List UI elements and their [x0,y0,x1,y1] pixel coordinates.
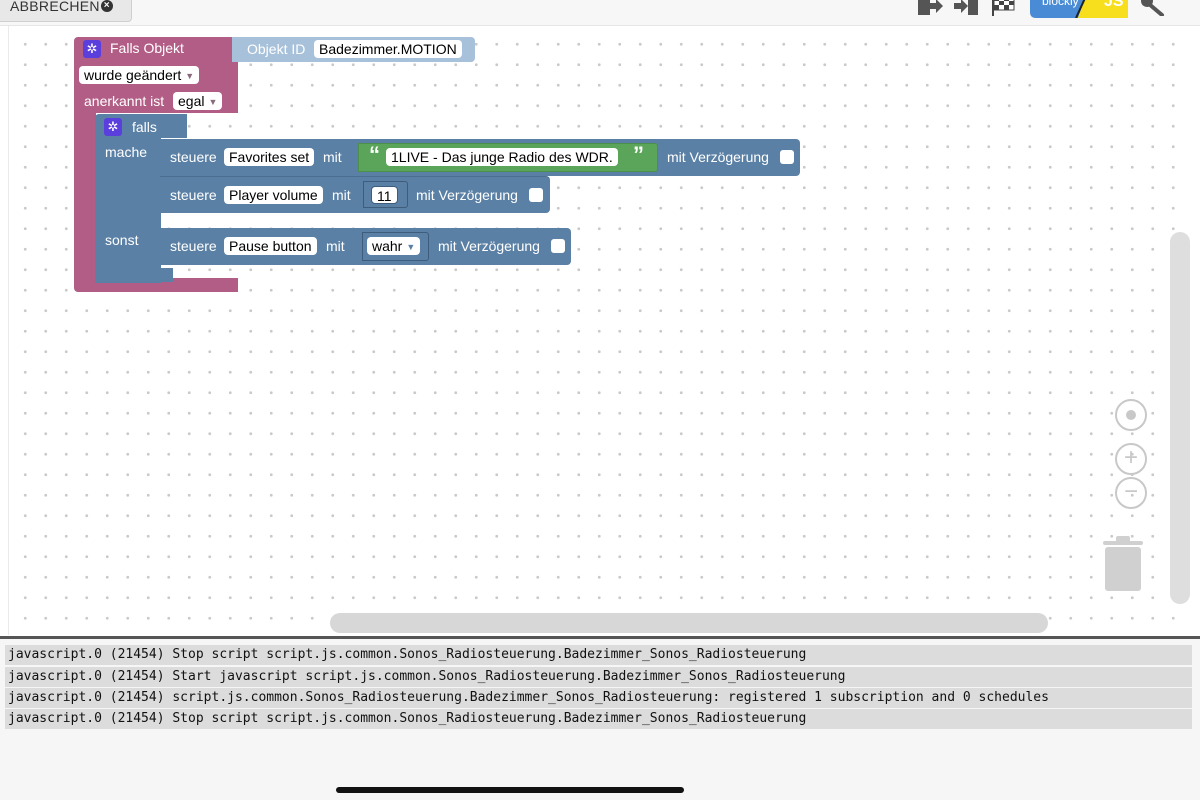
if-label: falls [132,119,157,135]
control-label: steuere [170,149,217,165]
import-icon[interactable] [953,0,979,16]
condition-dropdown[interactable]: wurde geändert▼ [79,66,200,84]
ack-value: egal [178,93,205,109]
horizontal-scrollbar[interactable] [330,613,1048,633]
close-icon: × [100,0,113,12]
control-label: steuere [170,187,217,203]
quote-open-icon: “ [369,142,380,167]
boolean-dropdown[interactable]: wahr▼ [367,237,421,255]
home-indicator [336,787,684,793]
ack-dropdown[interactable]: egal▼ [173,92,223,110]
do-label: mache [105,144,148,160]
recenter-icon[interactable] [1115,399,1147,431]
number-value-field[interactable]: 11 [371,186,398,204]
trash-icon[interactable] [1103,535,1143,593]
delay-checkbox[interactable] [780,150,794,164]
log-line: javascript.0 (21454) Stop script script.… [5,645,1192,665]
blockly-label: blockly [1042,0,1079,8]
else-label: sonst [105,232,139,248]
object-id-field[interactable]: Badezimmer.MOTION [314,40,462,58]
delay-checkbox[interactable] [529,188,543,202]
log-line: javascript.0 (21454) script.js.common.So… [5,688,1192,708]
control-label: steuere [170,238,217,254]
blockly-workspace[interactable]: ✲ Falls Objekt Objekt ID Badezimmer.MOTI… [8,26,1192,635]
control-target-field[interactable]: Favorites set [224,148,315,166]
checkered-flag-icon[interactable] [990,0,1016,16]
zoom-out-icon[interactable]: − [1115,477,1147,509]
js-label: JS [1104,0,1124,10]
vertical-scrollbar[interactable] [1170,232,1190,604]
blockly-js-toggle[interactable]: blockly JS [1028,0,1128,19]
trigger-title: Falls Objekt [110,40,184,56]
log-line: javascript.0 (21454) Start javascript sc… [5,667,1192,687]
log-line: javascript.0 (21454) Stop script script.… [5,709,1192,729]
chevron-down-icon: ▼ [208,97,218,107]
delay-label: mit Verzögerung [438,238,540,254]
top-toolbar: ABBRECHEN× blockly JS [0,0,1200,26]
if-else-block-arm [95,137,161,283]
boolean-value: wahr [372,238,403,254]
object-id-label: Objekt ID [247,41,306,57]
log-console: javascript.0 (21454) Stop script script.… [0,636,1200,800]
condition-value: wurde geändert [84,67,182,83]
with-label: mit [323,149,342,165]
export-icon[interactable] [917,0,943,16]
delay-label: mit Verzögerung [667,149,769,165]
quote-close-icon: ” [633,142,644,167]
chevron-down-icon: ▼ [406,242,416,252]
wrench-icon[interactable] [1140,0,1166,16]
control-target-field[interactable]: Pause button [224,237,317,255]
cancel-button[interactable]: ABBRECHEN× [0,0,132,22]
delay-checkbox[interactable] [551,239,565,253]
zoom-in-icon[interactable]: + [1115,443,1147,475]
with-label: mit [332,187,351,203]
gear-icon[interactable]: ✲ [104,118,122,136]
if-else-block-footer [95,268,173,282]
text-value-field[interactable]: 1LIVE - Das junge Radio des WDR. [386,148,618,166]
with-label: mit [326,238,345,254]
delay-label: mit Verzögerung [416,187,518,203]
trigger-block-left-arm [74,112,96,282]
control-target-field[interactable]: Player volume [224,186,323,204]
cancel-label: ABBRECHEN [10,0,100,14]
ack-label: anerkannt ist [84,93,165,109]
gear-icon[interactable]: ✲ [83,40,101,58]
chevron-down-icon: ▼ [185,71,195,81]
